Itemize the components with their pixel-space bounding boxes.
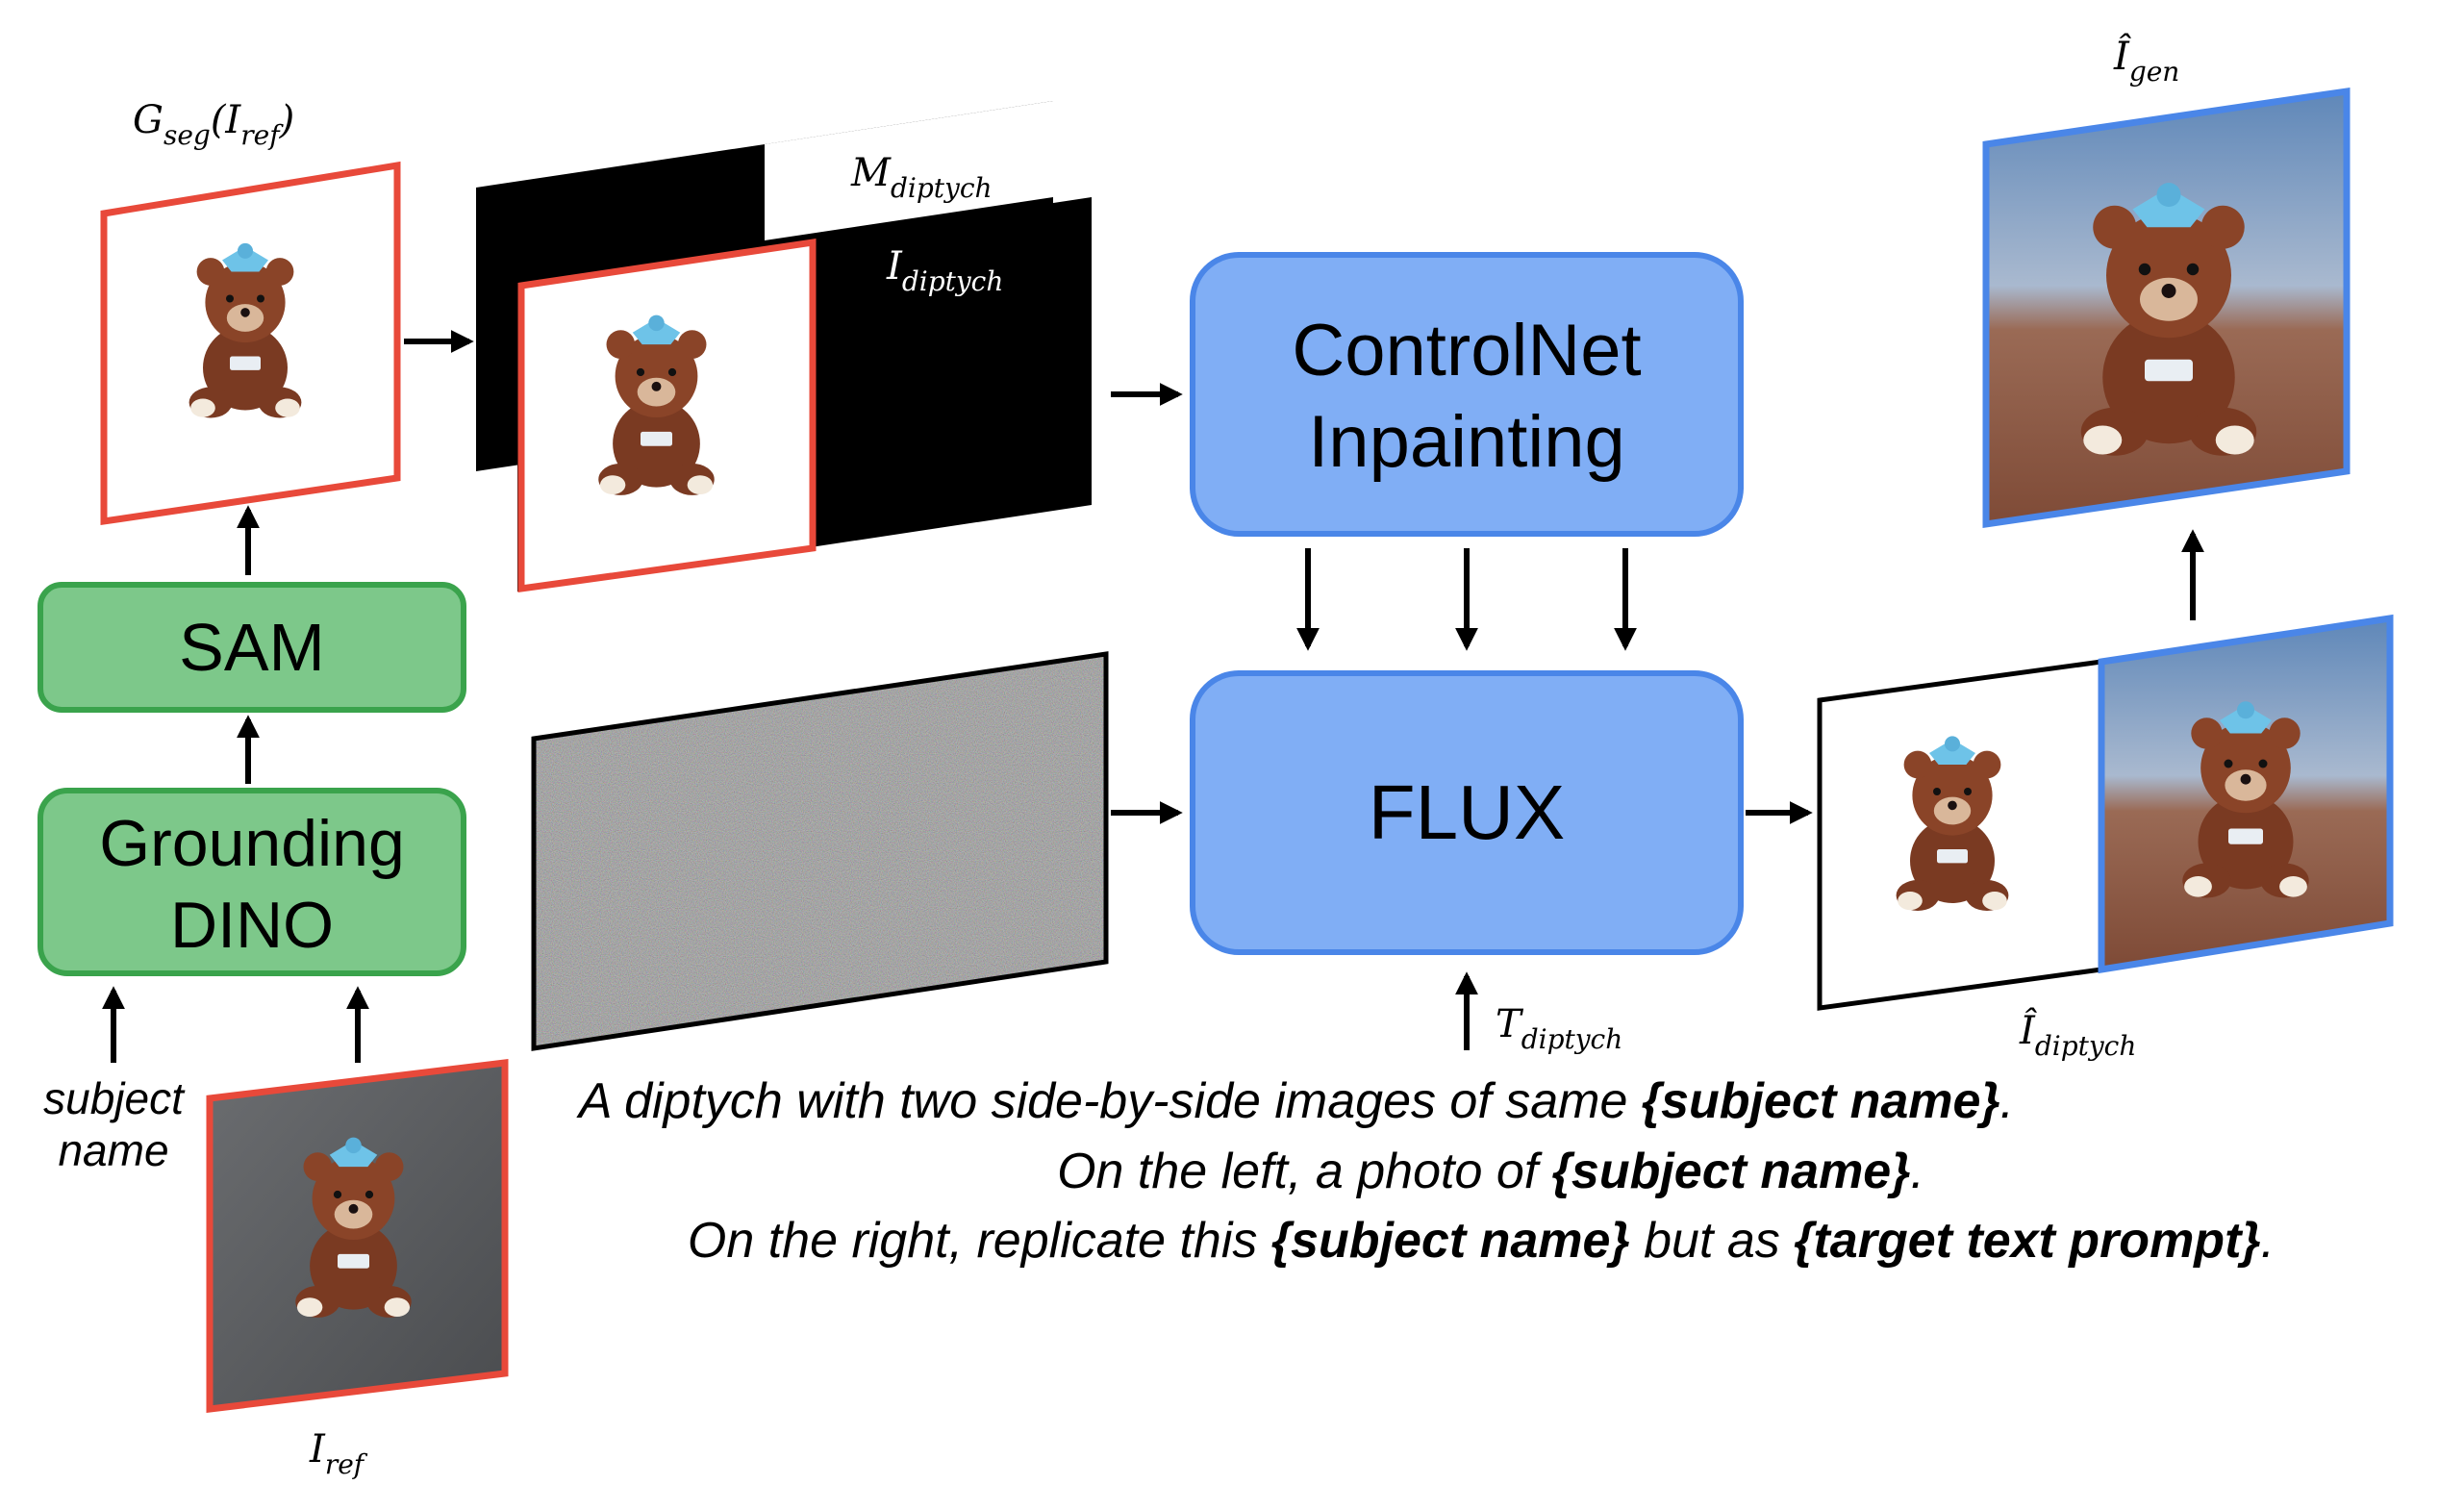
noise-latent-image	[531, 651, 1109, 1051]
grounding-dino-label-line1: Grounding	[99, 807, 405, 880]
controlnet-label-line2: Inpainting	[1308, 401, 1625, 483]
subject-name-line1: subject	[43, 1073, 186, 1123]
generated-image	[1982, 87, 2351, 529]
label-i-hat-gen: Îgen	[2113, 34, 2179, 88]
grounding-dino-label-line2: DINO	[170, 889, 334, 962]
subject-name-line2: name	[58, 1125, 168, 1175]
sam-box: SAM	[38, 582, 466, 713]
label-t-diptych: Tdiptych	[1496, 1002, 1622, 1055]
flux-label: FLUX	[1369, 769, 1566, 855]
grounding-dino-box: Grounding DINO	[38, 788, 466, 976]
label-i-ref: Iref	[309, 1427, 368, 1480]
segmented-reference-image	[100, 161, 401, 526]
controlnet-inpainting-box: ControlNet Inpainting	[1190, 252, 1744, 537]
label-i-hat-diptych: Îdiptych	[2019, 1008, 2136, 1062]
controlnet-label-line1: ControlNet	[1292, 310, 1641, 391]
label-m-diptych: Mdiptych	[850, 151, 993, 204]
reference-image	[206, 1059, 509, 1413]
flux-box: FLUX	[1190, 670, 1744, 955]
output-diptych	[1817, 614, 2394, 1011]
sam-label: SAM	[179, 610, 325, 685]
prompt-line-1: A diptych with two side-by-side images o…	[576, 1073, 2014, 1129]
prompt-line-3: On the right, replicate this {subject na…	[688, 1213, 2275, 1269]
prompt-template: A diptych with two side-by-side images o…	[576, 1073, 2275, 1269]
label-g-seg: Gseg(Iref)	[133, 98, 294, 151]
label-i-diptych: Idiptych	[886, 244, 1003, 297]
prompt-line-2: On the left, a photo of {subject name}.	[1057, 1144, 1924, 1199]
diptych-image-stack	[517, 197, 1092, 593]
